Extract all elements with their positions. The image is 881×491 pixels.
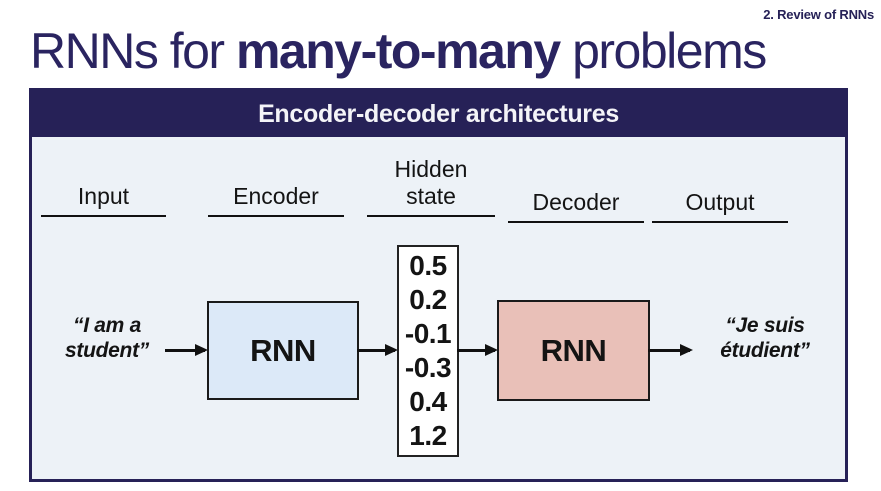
hidden-state-value: 0.5: [409, 250, 447, 281]
column-label: Input: [77, 183, 130, 209]
decoder-rnn-box: RNN: [497, 300, 650, 401]
hidden-state-value: 1.2: [409, 420, 447, 451]
panel-header: Encoder-decoder architectures: [32, 91, 845, 137]
output-example-text: “Je suis étudient”: [690, 313, 840, 363]
column-label-line1: Hidden: [394, 156, 468, 182]
output-example-line1: “Je suis: [725, 314, 805, 337]
column-label: Decoder: [532, 189, 620, 215]
column-label-line2: state: [406, 183, 456, 209]
column-label: Output: [685, 189, 755, 215]
column-header-hidden-state: Hidden state: [367, 156, 495, 217]
input-example-line1: “I am a: [73, 314, 141, 337]
column-header-input: Input: [41, 183, 166, 217]
column-header-encoder: Encoder: [208, 183, 344, 217]
column-label: Encoder: [233, 183, 319, 209]
column-header-decoder: Decoder: [508, 189, 644, 223]
arrow-decoder-to-output-icon: [648, 344, 693, 356]
hidden-state-vector: 0.5 0.2 -0.1 -0.3 0.4 1.2: [397, 245, 459, 457]
encoder-rnn-label: RNN: [250, 332, 316, 368]
section-label: 2. Review of RNNs: [763, 7, 874, 22]
arrow-encoder-to-hidden-icon: [357, 344, 398, 356]
hidden-state-value: 0.2: [409, 284, 447, 315]
hidden-state-value: 0.4: [409, 386, 447, 417]
input-example-text: “I am a student”: [32, 313, 182, 363]
hidden-state-value: -0.1: [404, 318, 452, 349]
input-example-line2: student”: [65, 339, 149, 362]
title-part-3: problems: [559, 23, 767, 79]
slide-title: RNNs for many-to-many problems: [30, 23, 767, 79]
hidden-state-value: -0.3: [404, 352, 452, 383]
arrow-input-to-encoder-icon: [165, 344, 208, 356]
title-part-emphasis: many-to-many: [235, 23, 561, 79]
encoder-rnn-box: RNN: [207, 301, 359, 400]
output-example-line2: étudient”: [720, 339, 810, 362]
panel-body: Input Encoder Hidden state Decoder Outpu…: [32, 137, 845, 479]
encoder-decoder-panel: Encoder-decoder architectures Input Enco…: [29, 88, 848, 482]
arrow-hidden-to-decoder-icon: [457, 344, 498, 356]
column-header-output: Output: [652, 189, 788, 223]
title-part-1: RNNs for: [30, 23, 236, 79]
decoder-rnn-label: RNN: [540, 332, 607, 368]
